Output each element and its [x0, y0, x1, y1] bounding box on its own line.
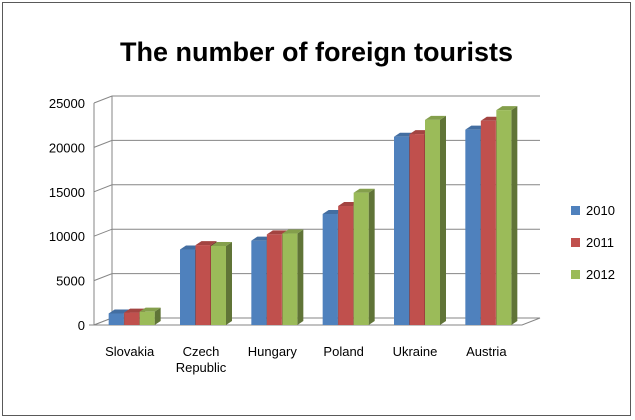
chart-frame: The number of foreign tourists: [2, 2, 631, 416]
bar-side-2012-1: [226, 241, 232, 325]
gridline-5: [93, 95, 540, 104]
x-tick-label-line: Ukraine: [393, 344, 438, 359]
legend-swatch-2011: [571, 238, 580, 247]
bar-2011-4: [409, 134, 425, 325]
x-tick-label-line: Austria: [466, 344, 507, 359]
y-tick-label: 10000: [49, 229, 85, 244]
bar-2012-2: [282, 233, 298, 325]
bar-2010-0: [108, 313, 124, 325]
bar-2012-3: [353, 192, 369, 325]
x-tick-label: Poland: [323, 344, 363, 359]
bar-2012-1: [211, 245, 226, 325]
bar-2010-3: [322, 214, 338, 325]
bar-2012-0: [139, 311, 155, 325]
x-tick-label-line: Czech: [183, 344, 220, 359]
bar-2011-3: [338, 206, 354, 325]
bar-top-2012-4: [425, 115, 446, 120]
legend-swatch-2010: [571, 206, 580, 215]
bar-2011-0: [124, 312, 140, 325]
bar-top-2012-2: [282, 229, 304, 234]
x-tick-label-line: Slovakia: [105, 344, 155, 359]
bar-top-2011-1: [195, 241, 217, 246]
legend-swatch-2012: [571, 270, 580, 279]
bar-side-2012-2: [297, 229, 304, 325]
bar-side-2012-3: [368, 188, 375, 325]
bar-side-2012-4: [440, 115, 446, 325]
y-tick-label: 5000: [56, 274, 85, 289]
legend-label-2011: 2011: [586, 235, 614, 250]
y-tick-label: 20000: [49, 140, 85, 155]
x-tick-label: Hungary: [248, 344, 298, 359]
x-tick-label: Ukraine: [393, 344, 438, 359]
bar-top-2012-1: [211, 241, 232, 246]
bar-2012-4: [425, 119, 440, 325]
bar-side-2012-5: [511, 106, 518, 325]
bar-2011-5: [480, 120, 496, 325]
bar-2010-2: [251, 240, 267, 325]
legend-label-2012: 2012: [586, 267, 615, 282]
x-tick-label-line: Poland: [323, 344, 363, 359]
x-tick-label-line: Republic: [176, 360, 227, 375]
y-tick-label: 0: [78, 318, 85, 333]
bar-2011-2: [266, 234, 282, 325]
y-tick-label: 25000: [49, 96, 85, 111]
chart-title: The number of foreign tourists: [119, 37, 513, 67]
bar-2010-1: [180, 249, 195, 325]
bar-top-2012-5: [496, 106, 518, 111]
bar-2010-5: [465, 129, 481, 325]
bar-2012-5: [496, 110, 512, 325]
x-tick-label: Slovakia: [105, 344, 155, 359]
x-tick-label: Austria: [466, 344, 507, 359]
y-tick-label: 15000: [49, 185, 85, 200]
bar-side-2012-0: [154, 307, 161, 325]
bar-2010-4: [394, 136, 409, 325]
bar-top-2012-0: [139, 307, 161, 312]
legend-label-2010: 2010: [586, 203, 615, 218]
bar-top-2012-3: [353, 188, 375, 193]
bar-2011-1: [195, 245, 211, 325]
x-tick-label-line: Hungary: [248, 344, 298, 359]
